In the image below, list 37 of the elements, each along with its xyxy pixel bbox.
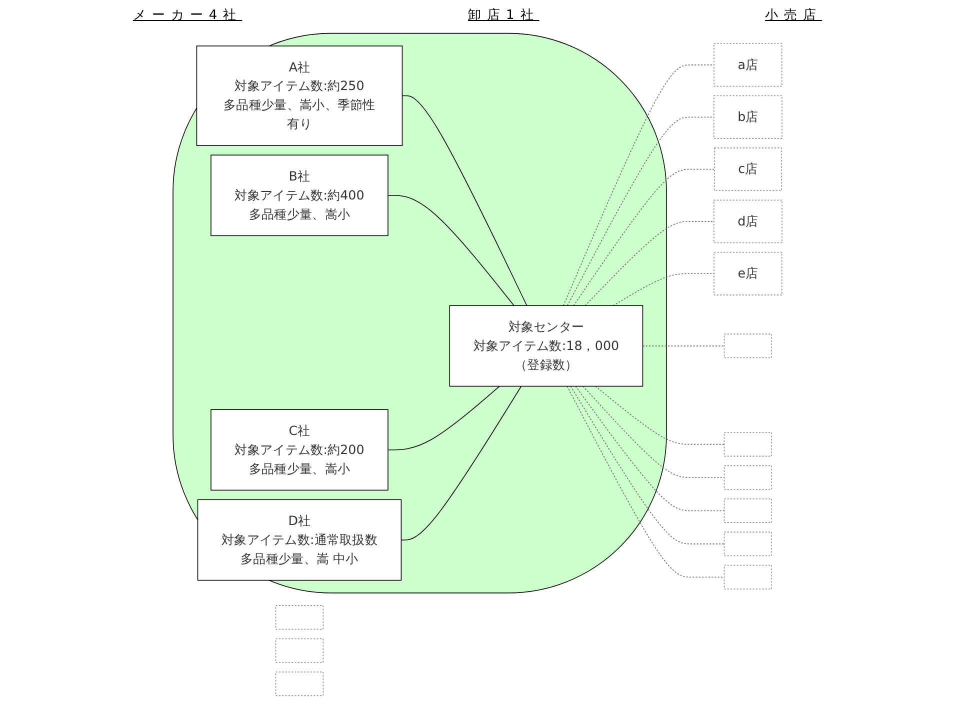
node-box: B社 対象アイテム数:約400 多品種少量、嵩小: [210, 154, 388, 236]
node-box: e店: [714, 251, 782, 295]
node-box: D社 対象アイテム数:通常取扱数 多品種少量、嵩 中小: [197, 498, 402, 580]
connector: [570, 385, 725, 544]
column-heading: 卸店1社: [468, 7, 540, 24]
connector: [573, 168, 715, 306]
connector: [566, 385, 725, 577]
column-heading: 小売店: [765, 7, 822, 24]
connector: [567, 116, 714, 306]
node-box: [724, 498, 772, 522]
connector: [642, 345, 725, 346]
connector: [584, 220, 714, 306]
connector: [595, 385, 725, 444]
node-box: [724, 464, 772, 490]
node-box: C社 対象アイテム数:約200 多品種少量、嵩小: [210, 408, 388, 490]
node-box: a店: [714, 42, 782, 86]
node-box: [275, 638, 324, 662]
connector: [400, 385, 522, 540]
node-box: [724, 531, 772, 556]
connector: [388, 385, 500, 450]
node-box: A社 対象アイテム数:約250 多品種少量、嵩小、季節性有り: [196, 45, 403, 146]
node-box: d店: [714, 199, 782, 243]
node-box: b店: [714, 94, 782, 138]
node-box: [724, 333, 772, 358]
connector: [612, 272, 714, 306]
connector: [402, 94, 528, 306]
column-heading: メーカー4社: [132, 7, 242, 24]
node-box: [724, 564, 772, 589]
node-box: [275, 604, 324, 630]
connector: [563, 64, 714, 306]
node-box: c店: [714, 147, 782, 190]
connector: [388, 194, 514, 306]
connector: [582, 385, 725, 478]
node-box: 対象センター 対象アイテム数:18，000 （登録数）: [449, 304, 644, 386]
node-box: [724, 432, 772, 456]
connector: [575, 385, 725, 511]
node-box: [275, 671, 324, 696]
